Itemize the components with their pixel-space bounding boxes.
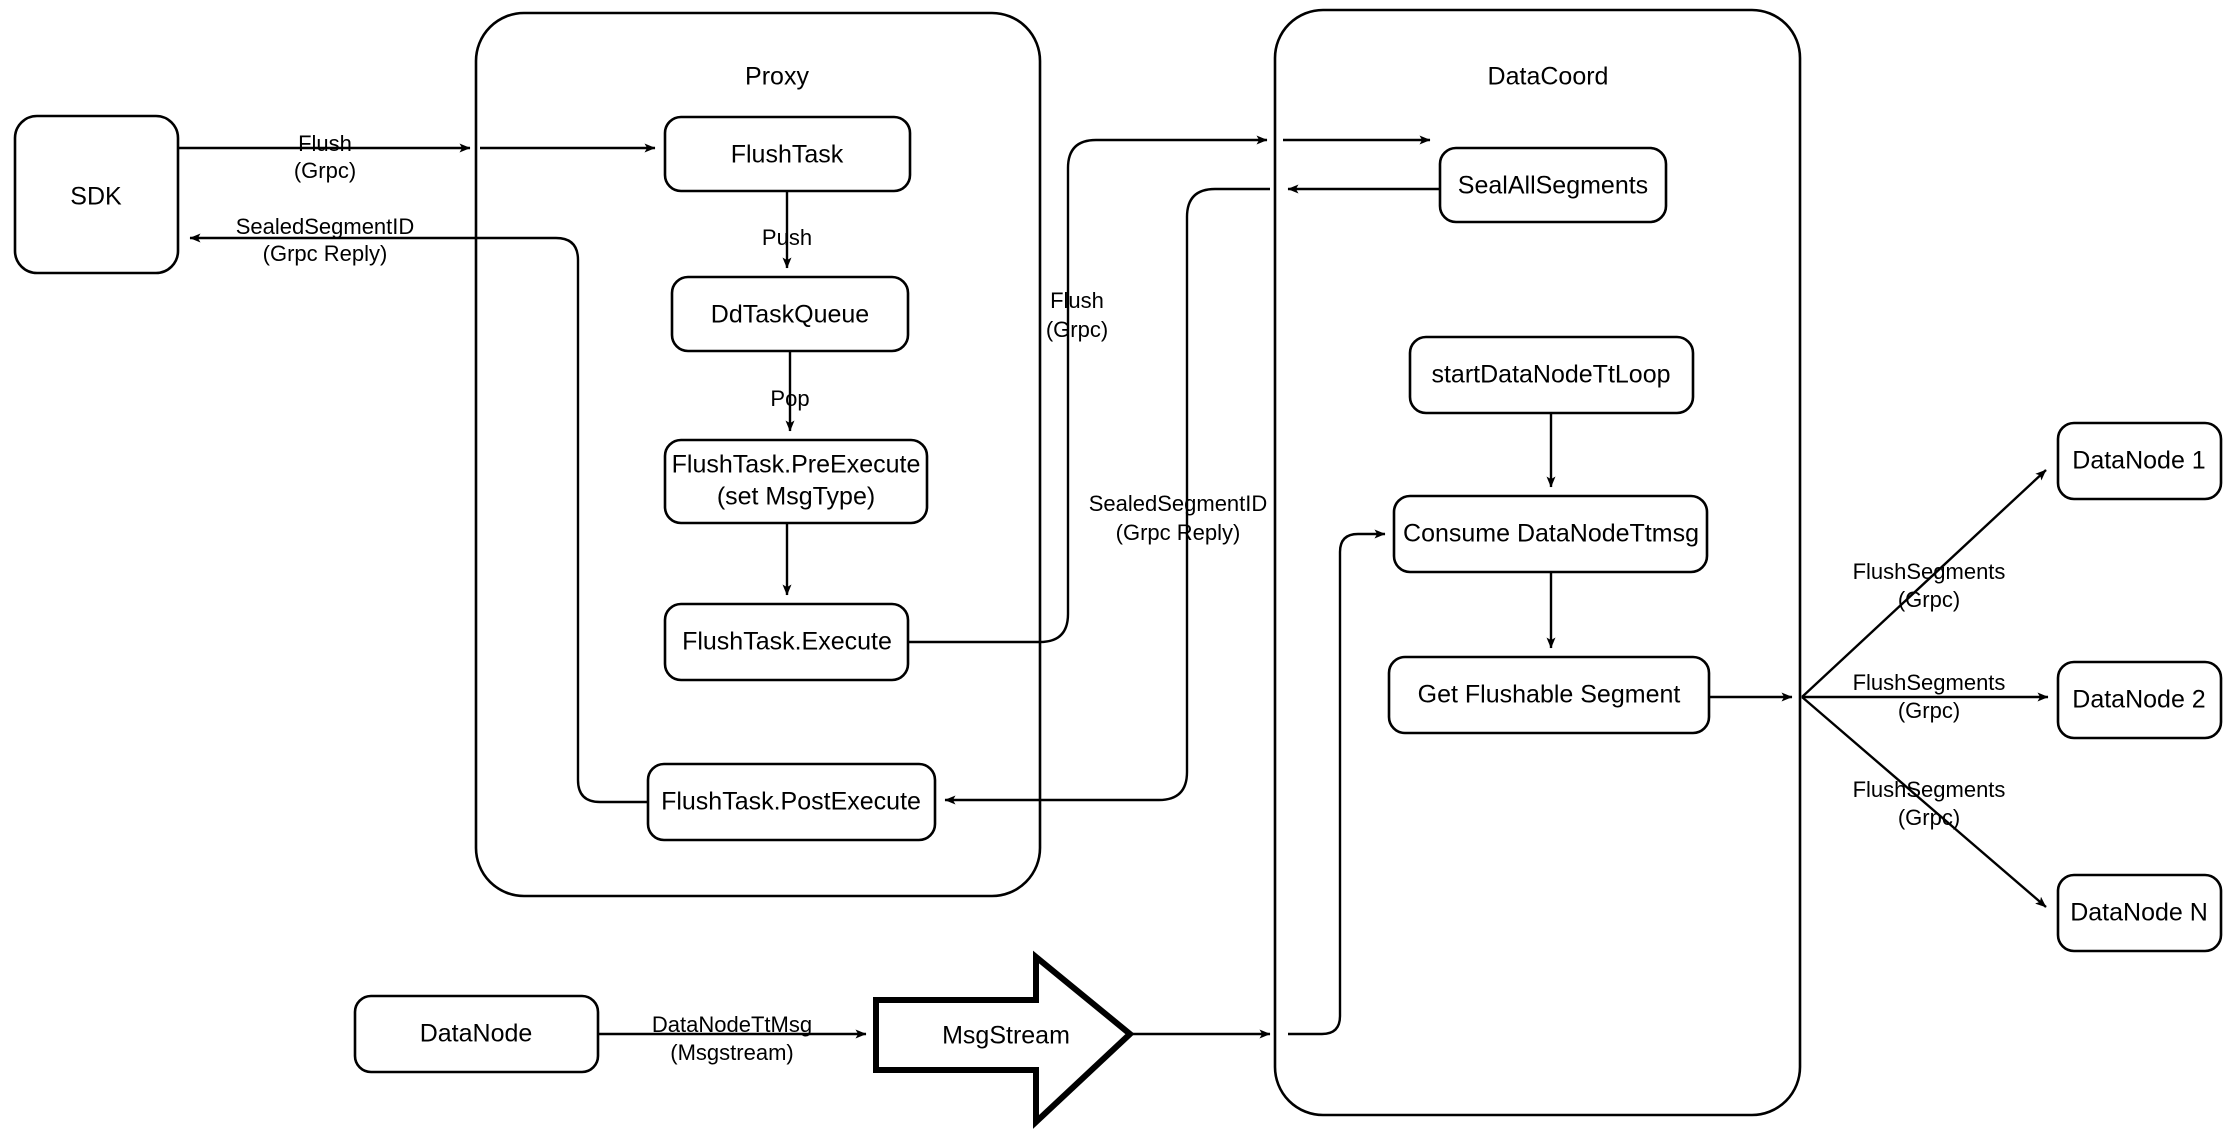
datanode-n-label: DataNode N (2070, 899, 2208, 927)
edge-sdk-to-flushtask: Flush (Grpc) (178, 131, 656, 183)
node-datanode-source[interactable]: DataNode (353, 994, 600, 1074)
edge-hub-datanode1-line (1801, 469, 2047, 698)
edge-label-flushsegments-2-line2: (Grpc) (1898, 698, 1960, 723)
edge-datacoordwall-to-consume-path (1288, 529, 1386, 1036)
edge-ddtaskqueue-to-preexecute: Pop (770, 351, 810, 432)
edge-msgstream-to-consume (1130, 529, 1386, 1039)
edge-postexecute-to-sdk-path (189, 233, 648, 804)
edge-label-flushsegments-2-line1: FlushSegments (1853, 670, 2006, 695)
dd-task-queue-label: DdTaskQueue (711, 301, 869, 329)
node-dd-task-queue[interactable]: DdTaskQueue (670, 275, 910, 353)
edge-flushtask-to-ddtaskqueue: Push (762, 191, 812, 269)
datanode-2-box[interactable] (2056, 660, 2223, 740)
edge-datanode-to-msgstream: DataNodeTtMsg (Msgstream) (598, 1012, 867, 1065)
node-flush-task[interactable]: FlushTask (663, 115, 912, 193)
edge-hub-to-datanode-1: FlushSegments (Grpc) (1801, 469, 2047, 698)
edge-label-pop: Pop (770, 386, 809, 411)
flush-task-execute-label: FlushTask.Execute (682, 628, 892, 656)
get-flushable-segment-label: Get Flushable Segment (1418, 681, 1681, 709)
node-flush-task-postexecute[interactable]: FlushTask.PostExecute (646, 762, 937, 842)
edge-label-datanodettmsg-line1: DataNodeTtMsg (652, 1012, 812, 1037)
edge-label-datanodettmsg-line2: (Msgstream) (670, 1040, 793, 1065)
get-flushable-segment-box[interactable] (1387, 655, 1711, 735)
edge-hub-to-datanode-2: FlushSegments (Grpc) (1802, 670, 2049, 723)
node-flush-task-execute[interactable]: FlushTask.Execute (663, 602, 910, 682)
proxy-container-title: Proxy (745, 63, 809, 91)
datacoord-container-outline (1273, 8, 1802, 1117)
start-datanode-tt-loop-label: startDataNodeTtLoop (1431, 361, 1670, 389)
edge-label-flushsegments-1-line2: (Grpc) (1898, 587, 1960, 612)
proxy-container-outline (474, 11, 1042, 898)
flush-task-preexecute-label-line1: FlushTask.PreExecute (672, 451, 921, 479)
edge-hub-to-datanode-n: FlushSegments (Grpc) (1801, 696, 2047, 908)
node-datanode-2[interactable]: DataNode 2 (2056, 660, 2223, 740)
node-datanode-n[interactable]: DataNode N (2056, 873, 2223, 953)
node-msgstream[interactable]: MsgStream (873, 950, 1135, 1129)
node-datanode-1[interactable]: DataNode 1 (2056, 421, 2223, 501)
flush-task-preexecute-label-line2: (set MsgType) (717, 483, 875, 511)
edge-hub-datanoden-line (1801, 696, 2047, 908)
edge-label-proxy-flush-line1: Flush (1050, 288, 1104, 313)
edge-label-flushsegments-n-line1: FlushSegments (1853, 777, 2006, 802)
edge-label-sealedsegmentid-line2: (Grpc Reply) (263, 241, 388, 266)
edge-label-sdk-flush-line2: (Grpc) (294, 158, 356, 183)
edge-label-datacoord-reply-line2: (Grpc Reply) (1116, 520, 1241, 545)
edge-postexecute-to-sdk: SealedSegmentID (Grpc Reply) (189, 214, 648, 804)
datanode-1-box[interactable] (2056, 421, 2223, 501)
msgstream-arrow-shape[interactable] (873, 950, 1135, 1129)
container-datacoord: DataCoord (1273, 8, 1802, 1117)
node-consume-datanode-ttmsg[interactable]: Consume DataNodeTtmsg (1392, 494, 1709, 574)
datacoord-container-title: DataCoord (1488, 63, 1609, 91)
flush-task-label: FlushTask (731, 141, 844, 169)
datanode-source-label: DataNode (420, 1020, 533, 1048)
node-get-flushable-segment[interactable]: Get Flushable Segment (1387, 655, 1711, 735)
edge-label-push: Push (762, 225, 812, 250)
container-proxy: Proxy (474, 11, 1042, 898)
datanode-n-box[interactable] (2056, 873, 2223, 953)
seal-all-segments-label: SealAllSegments (1458, 172, 1648, 200)
edge-label-sealedsegmentid-line1: SealedSegmentID (236, 214, 415, 239)
edge-datacoord-to-postexecute-path (944, 187, 1270, 805)
edge-sealallsegments-to-postexecute: SealedSegmentID (Grpc Reply) (944, 184, 1440, 805)
node-seal-all-segments[interactable]: SealAllSegments (1438, 146, 1668, 224)
flush-task-postexecute-label: FlushTask.PostExecute (661, 788, 921, 816)
edge-label-sdk-flush-line1: Flush (298, 131, 352, 156)
node-start-datanode-tt-loop[interactable]: startDataNodeTtLoop (1408, 335, 1695, 415)
edge-label-flushsegments-1-line1: FlushSegments (1853, 559, 2006, 584)
datanode-2-label: DataNode 2 (2072, 686, 2205, 714)
sdk-box[interactable] (13, 114, 180, 275)
edge-label-flushsegments-n-line2: (Grpc) (1898, 805, 1960, 830)
sdk-label: SDK (70, 183, 122, 211)
seal-all-segments-box[interactable] (1438, 146, 1668, 224)
edge-label-proxy-flush-line2: (Grpc) (1046, 317, 1108, 342)
consume-datanode-ttmsg-label: Consume DataNodeTtmsg (1403, 520, 1699, 548)
edge-execute-to-sealallsegments: Flush (Grpc) (908, 135, 1431, 644)
edge-execute-to-proxywall-path (908, 135, 1268, 644)
node-sdk[interactable]: SDK (13, 114, 180, 275)
edge-label-datacoord-reply-line1: SealedSegmentID (1089, 491, 1268, 516)
msgstream-label: MsgStream (942, 1022, 1070, 1050)
flush-task-preexecute-box[interactable] (663, 438, 929, 525)
node-flush-task-preexecute[interactable]: FlushTask.PreExecute (set MsgType) (663, 438, 929, 525)
datanode-1-label: DataNode 1 (2072, 447, 2205, 475)
